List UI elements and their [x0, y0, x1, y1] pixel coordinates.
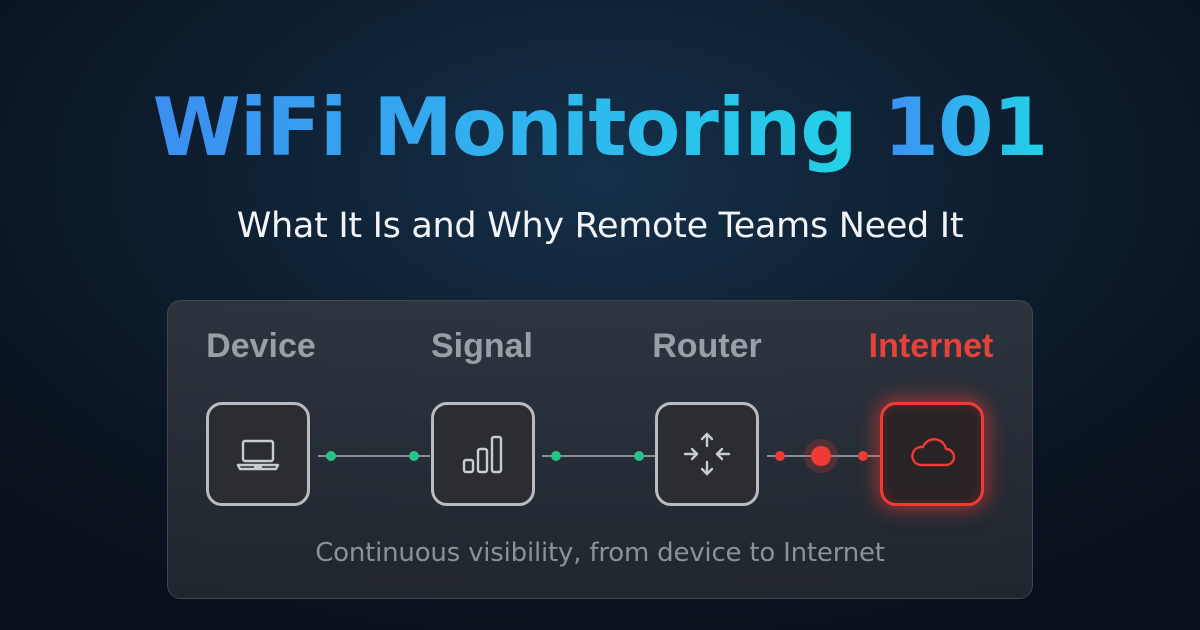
- stage-label-device: Device: [206, 327, 316, 365]
- title-main: WiFi Monitoring: [152, 81, 884, 174]
- page-title: WiFi Monitoring 101: [0, 78, 1200, 178]
- status-dot-alert: [858, 451, 868, 461]
- status-dot-ok: [326, 451, 336, 461]
- status-dot-alert: [775, 451, 785, 461]
- alert-pulse-icon: [811, 446, 831, 466]
- signal-bars-icon: [462, 435, 503, 474]
- status-dot-ok: [634, 451, 644, 461]
- stage-box-internet: [880, 402, 984, 506]
- connector-device-signal: [318, 451, 430, 461]
- status-dot-ok: [409, 451, 419, 461]
- status-dot-ok: [551, 451, 561, 461]
- stage-label-router: Router: [652, 327, 762, 365]
- stage-box-device: [206, 402, 310, 506]
- laptop-icon: [236, 439, 280, 471]
- pipeline-caption: Continuous visibility, from device to In…: [315, 538, 885, 568]
- router-arrows-icon: [683, 432, 731, 476]
- stage-label-signal: Signal: [430, 327, 534, 365]
- title-number: 101: [883, 81, 1048, 174]
- cloud-icon: [911, 438, 956, 467]
- stage-box-signal: [431, 402, 535, 506]
- connector-router-internet: [767, 439, 880, 473]
- stage-label-internet: Internet: [868, 327, 994, 365]
- subtitle: What It Is and Why Remote Teams Need It: [236, 206, 964, 246]
- connector-signal-router: [542, 451, 655, 461]
- stage-box-router: [655, 402, 759, 506]
